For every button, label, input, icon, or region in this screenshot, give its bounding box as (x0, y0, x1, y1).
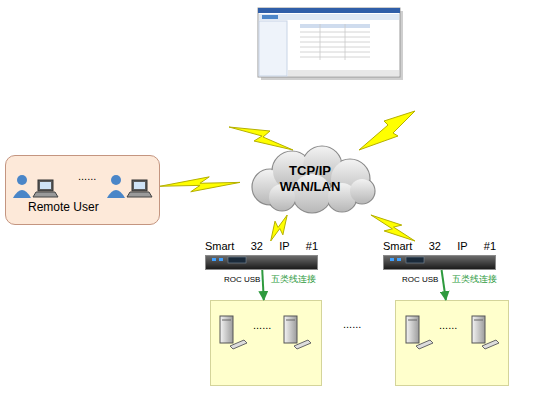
server-tower (406, 316, 419, 343)
group-title: Remote User (28, 200, 148, 214)
table-line (300, 32, 370, 33)
rack-chassis (383, 255, 496, 270)
laptop-screen (38, 180, 53, 191)
table-line (345, 24, 346, 60)
cloud-border (252, 146, 375, 213)
cable-label: 五类线连接 (452, 273, 497, 286)
user-head (111, 175, 121, 185)
ellipsis-text: ...... (253, 319, 283, 332)
cloud-lobe (350, 179, 374, 203)
device-leds (212, 257, 424, 263)
wireless-link (371, 215, 415, 241)
laptop-base (127, 192, 152, 197)
drive-bay (222, 320, 231, 321)
screenshot-table-head (300, 24, 370, 28)
screenshot-logo (262, 15, 278, 19)
lightning-bolt (229, 127, 293, 150)
led (397, 258, 401, 261)
laptop-screen (132, 180, 147, 191)
screenshot-titlebar (258, 8, 400, 13)
cable-label: 五类线连接 (271, 273, 316, 286)
ellipsis-text: ...... (78, 170, 118, 183)
cloud-fill (253, 147, 374, 212)
user-head (17, 175, 27, 185)
table-line (300, 47, 370, 48)
cable-arrow (262, 270, 264, 300)
server-group-box: ...... (210, 300, 322, 386)
user-group-box: ...... Remote User (5, 155, 160, 225)
led (390, 258, 394, 261)
lcd-panel (228, 257, 246, 263)
table-line (300, 57, 370, 58)
server-icons (220, 316, 499, 349)
table-line (300, 52, 370, 53)
laptop-display (40, 182, 51, 189)
table-line (320, 24, 321, 60)
device-title: Smart 32 IP #1 (383, 240, 496, 253)
screenshot-statusbar (288, 70, 399, 76)
ellipsis-text: ...... (439, 319, 469, 332)
user-body (107, 190, 125, 198)
keyboard (230, 340, 247, 349)
cable-arrow (442, 270, 446, 300)
ellipsis-text: ...... (343, 318, 361, 330)
rack-chassis (205, 255, 318, 270)
user-icons (13, 175, 152, 198)
user-body (13, 190, 31, 198)
server-group-box: ...... (395, 300, 509, 386)
network-cloud: TCP/IP WAN/LAN (240, 143, 380, 215)
wireless-link (271, 215, 287, 241)
laptop-base (33, 192, 58, 197)
screenshot-sidebar (259, 21, 287, 76)
device-title: Smart 32 IP #1 (205, 240, 318, 253)
drive-bay (474, 320, 483, 321)
screenshot-table-lines (300, 24, 370, 60)
device-unit: Smart 32 IP #1 (205, 241, 318, 270)
keyboard (416, 340, 433, 349)
wireless-link (160, 177, 240, 192)
keyboard (294, 340, 311, 349)
device-unit: Smart 32 IP #1 (383, 241, 496, 270)
keyboard (482, 340, 499, 349)
server-tower (220, 316, 233, 343)
network-label: TCP/IP WAN/LAN (270, 163, 350, 195)
drive-bay (408, 320, 417, 321)
port-label: ROC USB (224, 275, 260, 284)
port-label: ROC USB (402, 275, 438, 284)
laptop-display (134, 182, 145, 189)
screenshot-window (258, 8, 400, 77)
server-tower (472, 316, 485, 343)
table-line (300, 37, 370, 38)
lcd-panel (406, 257, 424, 263)
table-line (300, 42, 370, 43)
software-screenshot (258, 8, 403, 80)
decorative-bolts (229, 111, 415, 150)
led (219, 258, 223, 261)
server-tower (284, 316, 297, 343)
led (212, 258, 216, 261)
screenshot-toolbar (259, 14, 399, 20)
drive-bay (286, 320, 295, 321)
lightning-bolt (359, 111, 415, 150)
